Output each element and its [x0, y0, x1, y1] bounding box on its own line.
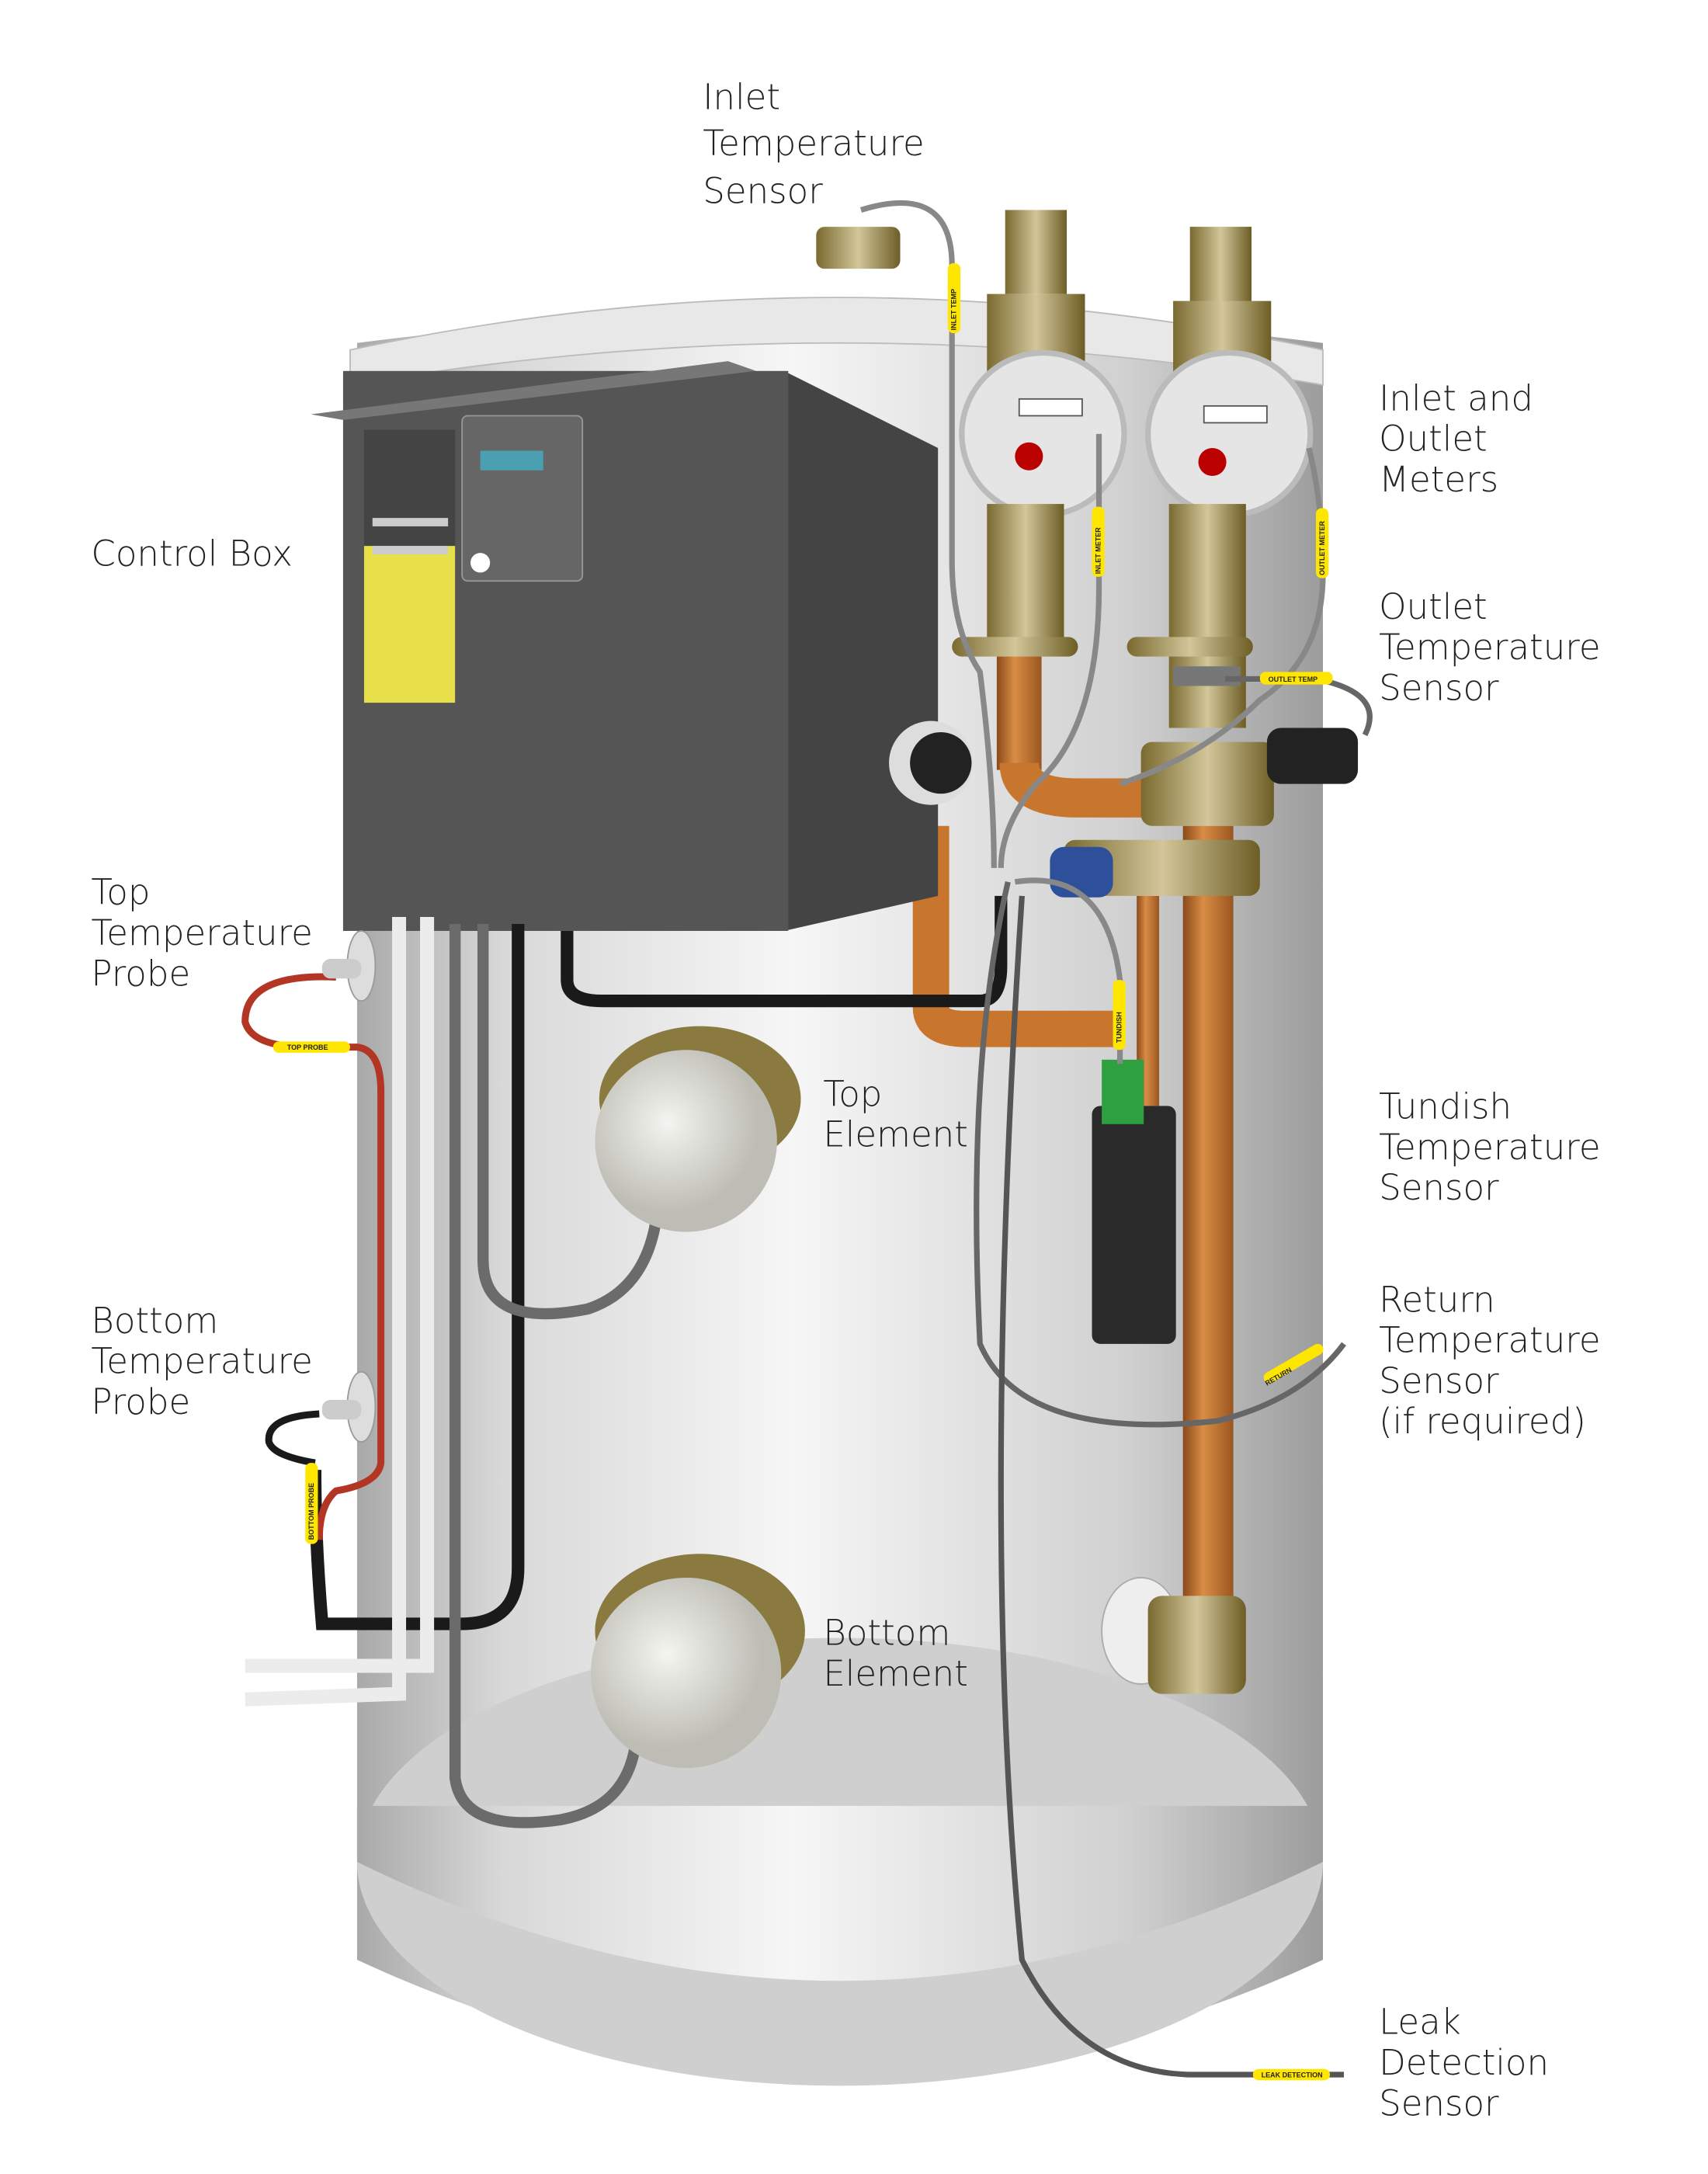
top-element — [595, 1026, 801, 1232]
tag-outlet-temp: OUTLET TEMP — [1269, 675, 1318, 683]
cable-tags: INLET TEMP INLET METER OUTLET METER OUTL… — [273, 262, 1333, 2081]
tag-inlet-meter: INLET METER — [1094, 527, 1102, 574]
tag-inlet-temp: INLET TEMP — [950, 289, 958, 331]
tundish — [1092, 1106, 1176, 1344]
tag-leak-detection: LEAK DETECTION — [1262, 2072, 1323, 2079]
tag-top-probe: TOP PROBE — [287, 1044, 328, 1051]
water-meters — [952, 210, 1314, 728]
control-box — [311, 361, 939, 931]
tag-bottom-probe: BOTTOM PROBE — [307, 1483, 315, 1540]
label-control-box: Control Box — [91, 533, 293, 574]
probes — [321, 227, 1246, 1694]
sensor-cables — [241, 200, 1373, 2078]
tag-tundish: TUNDISH — [1115, 1012, 1123, 1043]
bottom-element — [591, 1554, 805, 1769]
tag-outlet-meter: OUTLET METER — [1318, 521, 1326, 575]
